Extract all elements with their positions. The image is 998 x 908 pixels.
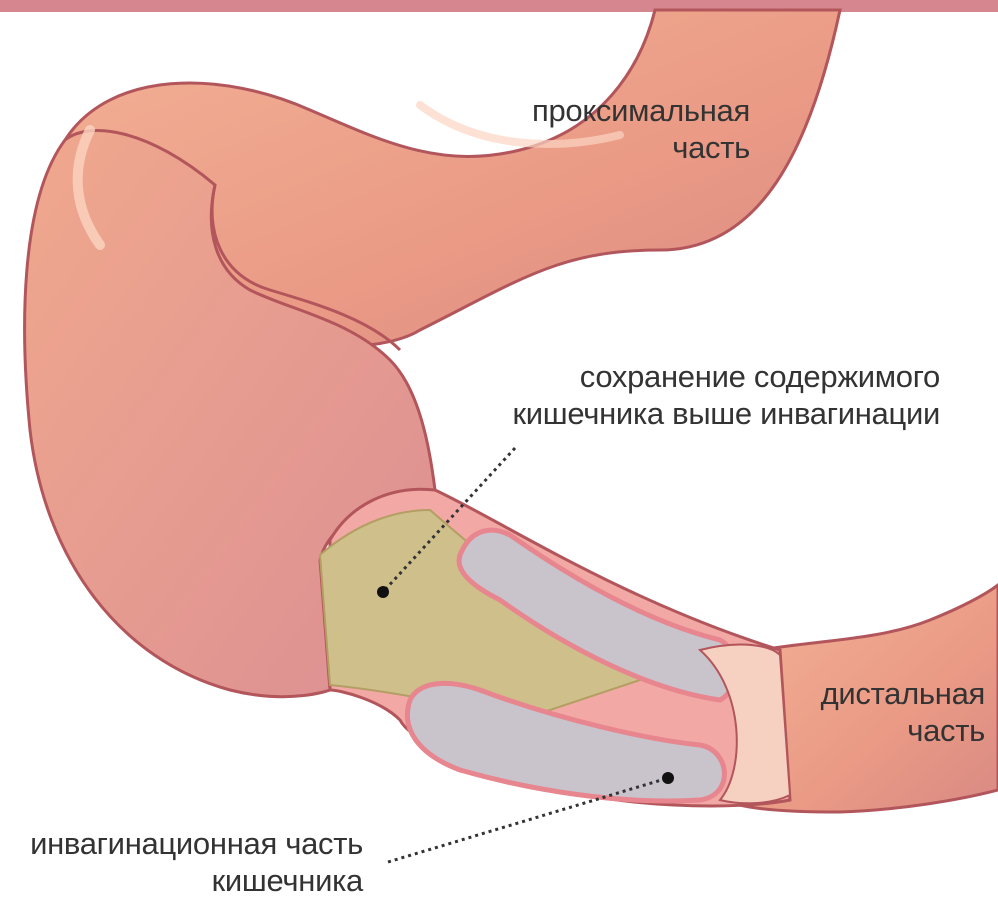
label-proximal: проксимальная часть xyxy=(470,92,750,166)
pointer-dot-icon xyxy=(662,772,674,784)
label-retained-contents-line2: кишечника выше инвагинации xyxy=(440,395,940,432)
label-proximal-line1: проксимальная xyxy=(470,92,750,129)
label-retained-contents-line1: сохранение содержимого xyxy=(440,358,940,395)
pointer-dot-icon xyxy=(377,586,389,598)
label-distal: дистальная часть xyxy=(780,675,985,749)
label-proximal-line2: часть xyxy=(470,129,750,166)
label-distal-line2: часть xyxy=(780,712,985,749)
label-invaginated-part-line2: кишечника xyxy=(8,862,363,899)
label-distal-line1: дистальная xyxy=(780,675,985,712)
label-invaginated-part-line1: инвагинационная часть xyxy=(8,825,363,862)
label-retained-contents: сохранение содержимого кишечника выше ин… xyxy=(440,358,940,432)
label-invaginated-part: инвагинационная часть кишечника xyxy=(8,825,363,899)
